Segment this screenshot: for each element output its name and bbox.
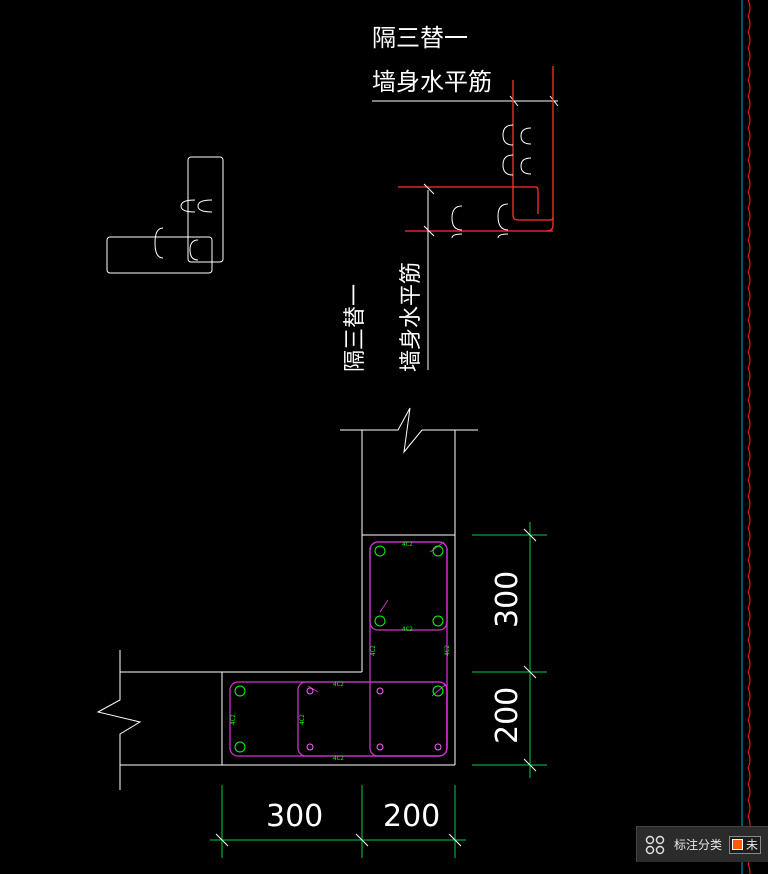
stirrups[interactable] xyxy=(229,541,448,757)
rebar-large xyxy=(234,741,246,753)
rebar-small xyxy=(376,743,384,751)
top-annotation-line1: 隔三替一 xyxy=(372,24,468,52)
viewport-border xyxy=(741,0,751,874)
rotated-annotation-line1: 隔三替一 xyxy=(343,284,368,372)
rebar-large xyxy=(374,545,386,557)
grid-icon[interactable] xyxy=(644,834,666,856)
rebar-label-horiz-bottom: 4C2 xyxy=(333,755,344,762)
rebar-label-mid: 4C2 xyxy=(402,626,413,633)
rebar-large xyxy=(374,615,386,627)
annotation-category-panel[interactable]: 标注分类 未 xyxy=(636,826,768,862)
top-annotation[interactable]: 隔三替一 墙身水平筋 xyxy=(372,24,559,107)
rebar-label-horiz-top: 4C2 xyxy=(333,681,344,688)
rebar-large xyxy=(432,545,444,557)
rebar-large xyxy=(432,615,444,627)
rebar-label-left-side: 4C2 xyxy=(370,645,377,656)
dim-right-lower: 200 xyxy=(490,687,525,744)
category-color-swatch xyxy=(732,839,744,850)
dim-right-upper: 300 xyxy=(490,571,525,628)
rebar-small xyxy=(306,743,314,751)
category-chip-text: 未 xyxy=(746,838,759,852)
rebar-small xyxy=(376,687,384,695)
small-corner-detail[interactable] xyxy=(106,156,224,274)
dimensions-bottom[interactable]: 300 200 xyxy=(210,785,466,858)
dim-bottom-left: 300 xyxy=(266,799,323,834)
rebar-label-top: 4C2 xyxy=(402,541,413,548)
rebar-large xyxy=(432,685,444,697)
rebar-large xyxy=(234,685,246,697)
dimensions-right[interactable]: 300 200 xyxy=(472,522,547,778)
dim-bottom-right: 200 xyxy=(383,799,440,834)
rebar-label-center-left: 4C2 xyxy=(299,714,306,725)
corner-detail-upper[interactable] xyxy=(398,66,554,370)
longitudinal-bars[interactable] xyxy=(234,545,444,753)
rebar-labels: 4C2 4C2 4C2 4C2 4C2 4C2 4C2 4C2 xyxy=(230,541,451,762)
rebar-label-far-left: 4C2 xyxy=(230,714,237,725)
rebar-small xyxy=(434,743,442,751)
rotated-annotation[interactable]: 隔三替一 墙身水平筋 xyxy=(343,262,424,372)
column-section-outline[interactable] xyxy=(96,407,478,790)
rotated-annotation-line2: 墙身水平筋 xyxy=(399,262,424,372)
rebar-label-right-side: 4C2 xyxy=(444,645,451,656)
top-annotation-line2: 墙身水平筋 xyxy=(372,68,492,96)
rebar-small xyxy=(306,687,314,695)
category-chip[interactable]: 未 xyxy=(729,835,762,854)
cloud-border-line xyxy=(747,0,751,874)
annotation-category-label: 标注分类 xyxy=(674,838,723,852)
